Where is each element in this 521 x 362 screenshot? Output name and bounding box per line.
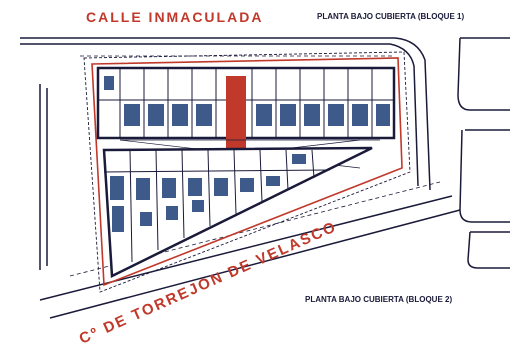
building-block-1	[96, 66, 396, 148]
street-label-inmaculada: CALLE INMACULADA	[86, 9, 263, 25]
stair-core	[226, 76, 246, 148]
site-boundary-dashed	[83, 51, 411, 293]
caption-block-2: PLANTA BAJO CUBIERTA (BLOQUE 2)	[305, 295, 452, 304]
caption-block-1: PLANTA BAJO CUBIERTA (BLOQUE 1)	[317, 12, 464, 21]
plot-boundary	[91, 57, 403, 287]
building-block-2	[102, 146, 373, 278]
street-curbs	[20, 37, 510, 319]
